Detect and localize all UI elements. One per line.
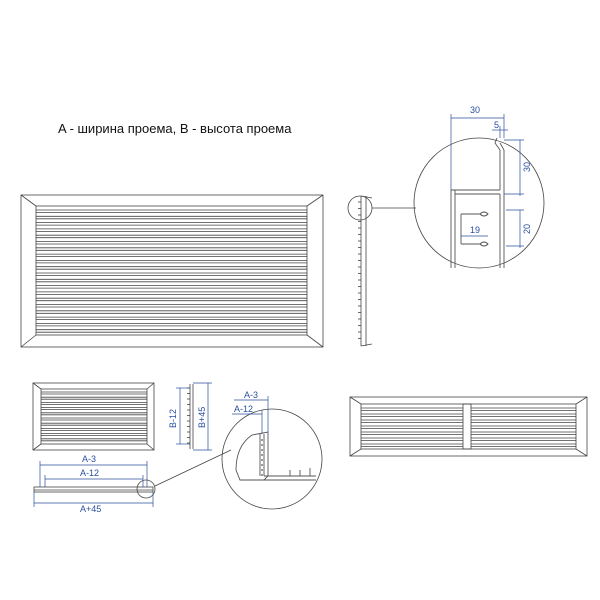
dim-a-plus-45: A+45 bbox=[80, 504, 101, 514]
perspective-view bbox=[349, 396, 588, 457]
dim-b-minus-12: B-12 bbox=[168, 409, 178, 428]
dim-width-30: 30 bbox=[470, 105, 480, 115]
detail-rivet bbox=[261, 464, 263, 466]
bottom-detail-dots bbox=[261, 439, 263, 476]
detail-rivet bbox=[261, 459, 263, 461]
callout-leader-bottom bbox=[154, 449, 232, 487]
side-profile bbox=[347, 195, 416, 347]
dim-b-plus-45: B+45 bbox=[197, 407, 207, 428]
detail-dim-a-minus-3: A-3 bbox=[244, 390, 258, 400]
bottom-detail-callout bbox=[136, 479, 156, 499]
side-profile-ticks bbox=[358, 201, 361, 339]
detail-rivet bbox=[261, 474, 263, 476]
center-mullion bbox=[462, 403, 472, 450]
detail-rivet bbox=[261, 439, 263, 441]
dim-pitch-19: 19 bbox=[470, 225, 480, 235]
top-detail-circle bbox=[413, 137, 545, 269]
large-louvers bbox=[36, 209, 307, 333]
detail-rivet bbox=[261, 469, 263, 471]
small-louvers bbox=[41, 391, 147, 442]
bottom-detail: A-3 A-12 bbox=[221, 390, 323, 510]
top-detail: 30 5 30 19 20 bbox=[413, 105, 545, 269]
small-side-ticks bbox=[187, 387, 190, 444]
large-front-view bbox=[20, 194, 324, 348]
dim-offset-5: 5 bbox=[494, 120, 499, 130]
detail-rivet bbox=[261, 449, 263, 451]
diagram-caption: A - ширина проема, B - высота проема bbox=[58, 121, 292, 136]
dim-a-minus-3: A-3 bbox=[82, 454, 96, 464]
detail-dim-a-minus-12: A-12 bbox=[234, 404, 253, 414]
dim-height-30: 30 bbox=[522, 162, 532, 172]
detail-rivet bbox=[261, 444, 263, 446]
dim-pitch-20: 20 bbox=[522, 224, 532, 234]
bottom-detail-circle bbox=[221, 408, 323, 510]
small-front-view: B-12 B+45 A-3 A-12 A+45 bbox=[32, 382, 232, 514]
detail-rivet bbox=[261, 454, 263, 456]
dim-a-minus-12: A-12 bbox=[80, 468, 99, 478]
perspective-louvers bbox=[361, 407, 576, 447]
side-detail-callout bbox=[347, 195, 373, 221]
